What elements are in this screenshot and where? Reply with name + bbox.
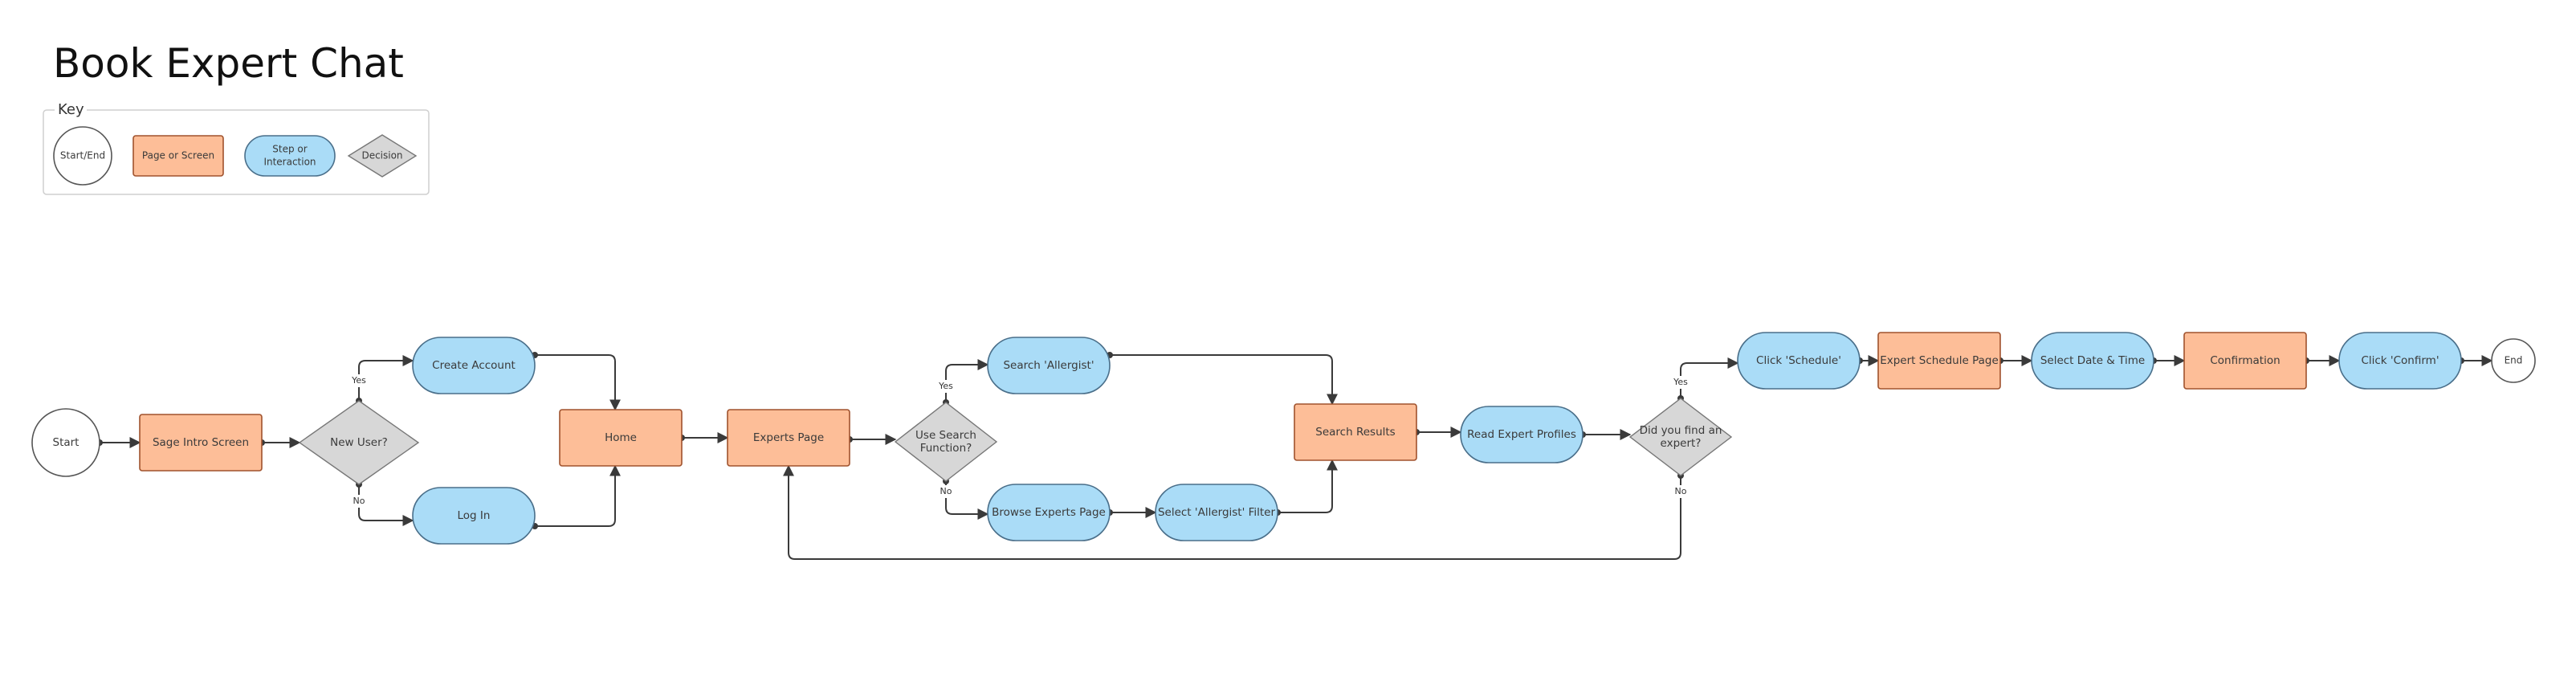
- node-label: Search 'Allergist': [1003, 359, 1094, 372]
- node-label: Create Account: [432, 359, 516, 372]
- node-label: Start: [53, 436, 79, 449]
- legend-items: Start/End Page or Screen Step or Interactio…: [53, 126, 418, 186]
- node-select-filter: Select 'Allergist' Filter: [1155, 484, 1278, 541]
- node-end: End: [2491, 338, 2536, 383]
- flow-nodes: Start Sage Intro Screen New User? Create Ac…: [31, 332, 2536, 545]
- node-click-confirm: Click 'Confirm': [2338, 332, 2462, 390]
- edge-label-bg: [348, 374, 369, 387]
- edge-label: Yes: [1673, 377, 1688, 387]
- edge-label: Yes: [351, 375, 366, 386]
- legend-title-bg: [55, 101, 87, 117]
- legend-item-label: Page or Screen: [142, 150, 214, 161]
- node-label: End: [2505, 355, 2523, 366]
- node-label: Search Results: [1315, 426, 1395, 439]
- node-label: Home: [605, 431, 637, 444]
- flow-arrow: [1107, 352, 1338, 406]
- node-select-date: Select Date & Time: [2031, 332, 2154, 390]
- node-label: Confirmation: [2210, 354, 2280, 367]
- node-label: Did you find an: [1640, 424, 1722, 437]
- node-click-schedule: Click 'Schedule': [1737, 332, 1861, 390]
- node-label: Select 'Allergist' Filter: [1158, 506, 1276, 519]
- node-label: Select Date & Time: [2040, 354, 2145, 367]
- legend-item-label: Decision: [361, 150, 402, 161]
- node-label: Log In: [458, 509, 491, 522]
- flow-arrow: [532, 464, 621, 529]
- flow-arrow: [532, 352, 621, 411]
- node-label: Click 'Schedule': [1756, 354, 1841, 367]
- legend-key: Key Start/End Page or Screen Step or Intera…: [43, 101, 430, 195]
- flow-arrow: [1274, 459, 1338, 516]
- node-label: Sage Intro Screen: [153, 436, 249, 449]
- edge-label: Yes: [938, 381, 953, 391]
- edge-label-bg: [1670, 376, 1691, 389]
- node-experts-page: Experts Page: [727, 409, 850, 467]
- flow-arrow: [1677, 357, 1739, 402]
- node-read-profiles: Read Expert Profiles: [1460, 406, 1584, 463]
- legend-item-label: Step or: [272, 144, 307, 155]
- node-label: New User?: [330, 436, 388, 449]
- legend-item-label: Start/End: [60, 150, 105, 161]
- legend-item-label: Interaction: [263, 157, 316, 168]
- legend-item-diamond: Decision: [347, 134, 418, 178]
- node-sage-intro: Sage Intro Screen: [139, 414, 263, 472]
- node-label: Click 'Confirm': [2361, 354, 2439, 367]
- legend-title: Key: [58, 101, 84, 118]
- node-new-user: New User?: [298, 400, 420, 485]
- node-browse-experts: Browse Experts Page: [987, 484, 1111, 541]
- node-label: Browse Experts Page: [992, 506, 1106, 519]
- node-label: Function?: [920, 442, 972, 455]
- node-label: Experts Page: [753, 431, 824, 444]
- node-confirmation: Confirmation: [2183, 332, 2307, 390]
- edge-label: No: [1675, 486, 1687, 496]
- node-label: Use Search: [915, 429, 976, 442]
- legend-item-rect: Page or Screen: [132, 135, 224, 177]
- flow-arrow: [943, 359, 989, 406]
- edge-label-bg: [1670, 485, 1691, 498]
- node-create-account: Create Account: [412, 337, 536, 394]
- node-expert-schedule: Expert Schedule Page: [1877, 332, 2001, 390]
- edge-label-bg: [348, 495, 369, 508]
- flow-arrow: [943, 478, 989, 520]
- node-label: expert?: [1661, 437, 1702, 450]
- page-title: Book Expert Chat: [53, 40, 404, 87]
- edge-label: No: [940, 486, 952, 496]
- node-label: Expert Schedule Page: [1880, 354, 1999, 367]
- node-search-allergist: Search 'Allergist': [987, 337, 1111, 394]
- edge-label-bg: [935, 485, 956, 498]
- edge-label: No: [353, 496, 365, 506]
- node-label: Read Expert Profiles: [1467, 428, 1576, 441]
- flow-edges: [96, 352, 2493, 560]
- flow-arrow: [356, 481, 414, 526]
- legend-item-circle: Start/End: [53, 126, 112, 186]
- node-start: Start: [31, 408, 100, 477]
- flow-arrow: [783, 464, 1684, 560]
- legend-item-pill: Step or Interaction: [244, 135, 336, 177]
- node-home: Home: [559, 409, 683, 467]
- node-search-results: Search Results: [1294, 403, 1417, 461]
- edge-label-bg: [935, 380, 956, 393]
- node-log-in: Log In: [412, 487, 536, 545]
- flow-arrow: [356, 355, 414, 404]
